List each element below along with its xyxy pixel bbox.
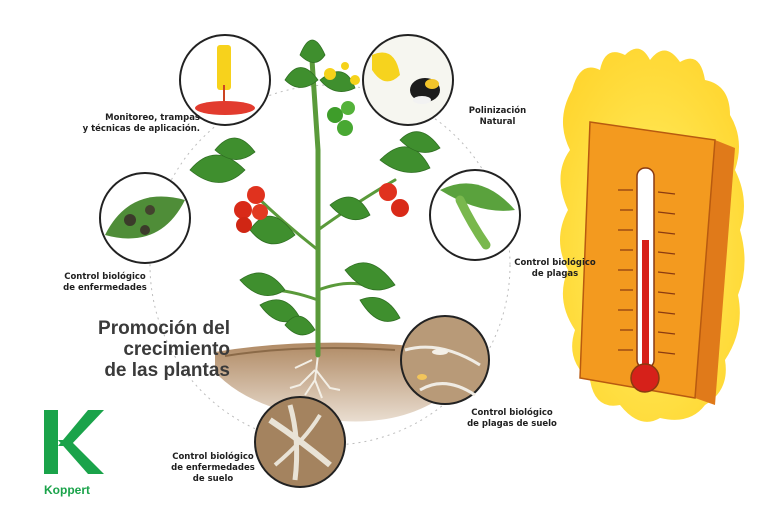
label-line: Control biológico — [514, 258, 596, 268]
label-enfermedades: Control biológico de enfermedades — [50, 272, 160, 294]
label-plagas: Control biológico de plagas — [500, 258, 610, 280]
label-polinizacion: Polinización Natural — [455, 106, 540, 128]
koppert-logo-icon — [44, 410, 104, 474]
label-line: Monitoreo, trampas — [105, 113, 200, 123]
tomato-flowers — [324, 62, 360, 85]
label-line: Control biológico — [64, 272, 146, 282]
label-enfermedades-suelo: Control biológico de enfermedades de sue… — [158, 452, 268, 485]
label-line: y técnicas de aplicación. — [82, 124, 200, 134]
title-line: crecimiento — [123, 339, 230, 360]
label-line: Natural — [479, 117, 516, 127]
sticky-trap-icon — [179, 34, 271, 126]
plant-leaves — [189, 39, 441, 336]
title-line: Promoción del — [98, 318, 230, 339]
label-line: Polinización — [468, 106, 527, 116]
label-monitoreo: Monitoreo, trampas y técnicas de aplicac… — [40, 113, 200, 135]
label-line: de enfermedades — [63, 283, 147, 293]
leaf-disease-icon — [99, 172, 191, 264]
plant-roots — [289, 354, 341, 399]
title-line: de las plantas — [104, 360, 230, 381]
label-line: de plagas de suelo — [467, 419, 557, 429]
tomatoes — [234, 101, 409, 233]
label-line: de suelo — [192, 474, 234, 484]
caterpillar-icon — [429, 169, 521, 261]
root-disease-icon — [254, 396, 346, 488]
soil-pest-icon — [400, 315, 490, 405]
label-line: de plagas — [531, 269, 579, 279]
label-line: de enfermedades — [171, 463, 255, 473]
label-line: Control biológico — [471, 408, 553, 418]
brand-name: Koppert — [44, 483, 90, 497]
diagram-title: Promoción del crecimiento de las plantas — [70, 318, 230, 381]
label-line: Control biológico — [172, 452, 254, 462]
label-plagas-suelo: Control biológico de plagas de suelo — [452, 408, 572, 430]
thermometer-icon — [579, 121, 735, 405]
bumblebee-icon — [362, 34, 454, 126]
